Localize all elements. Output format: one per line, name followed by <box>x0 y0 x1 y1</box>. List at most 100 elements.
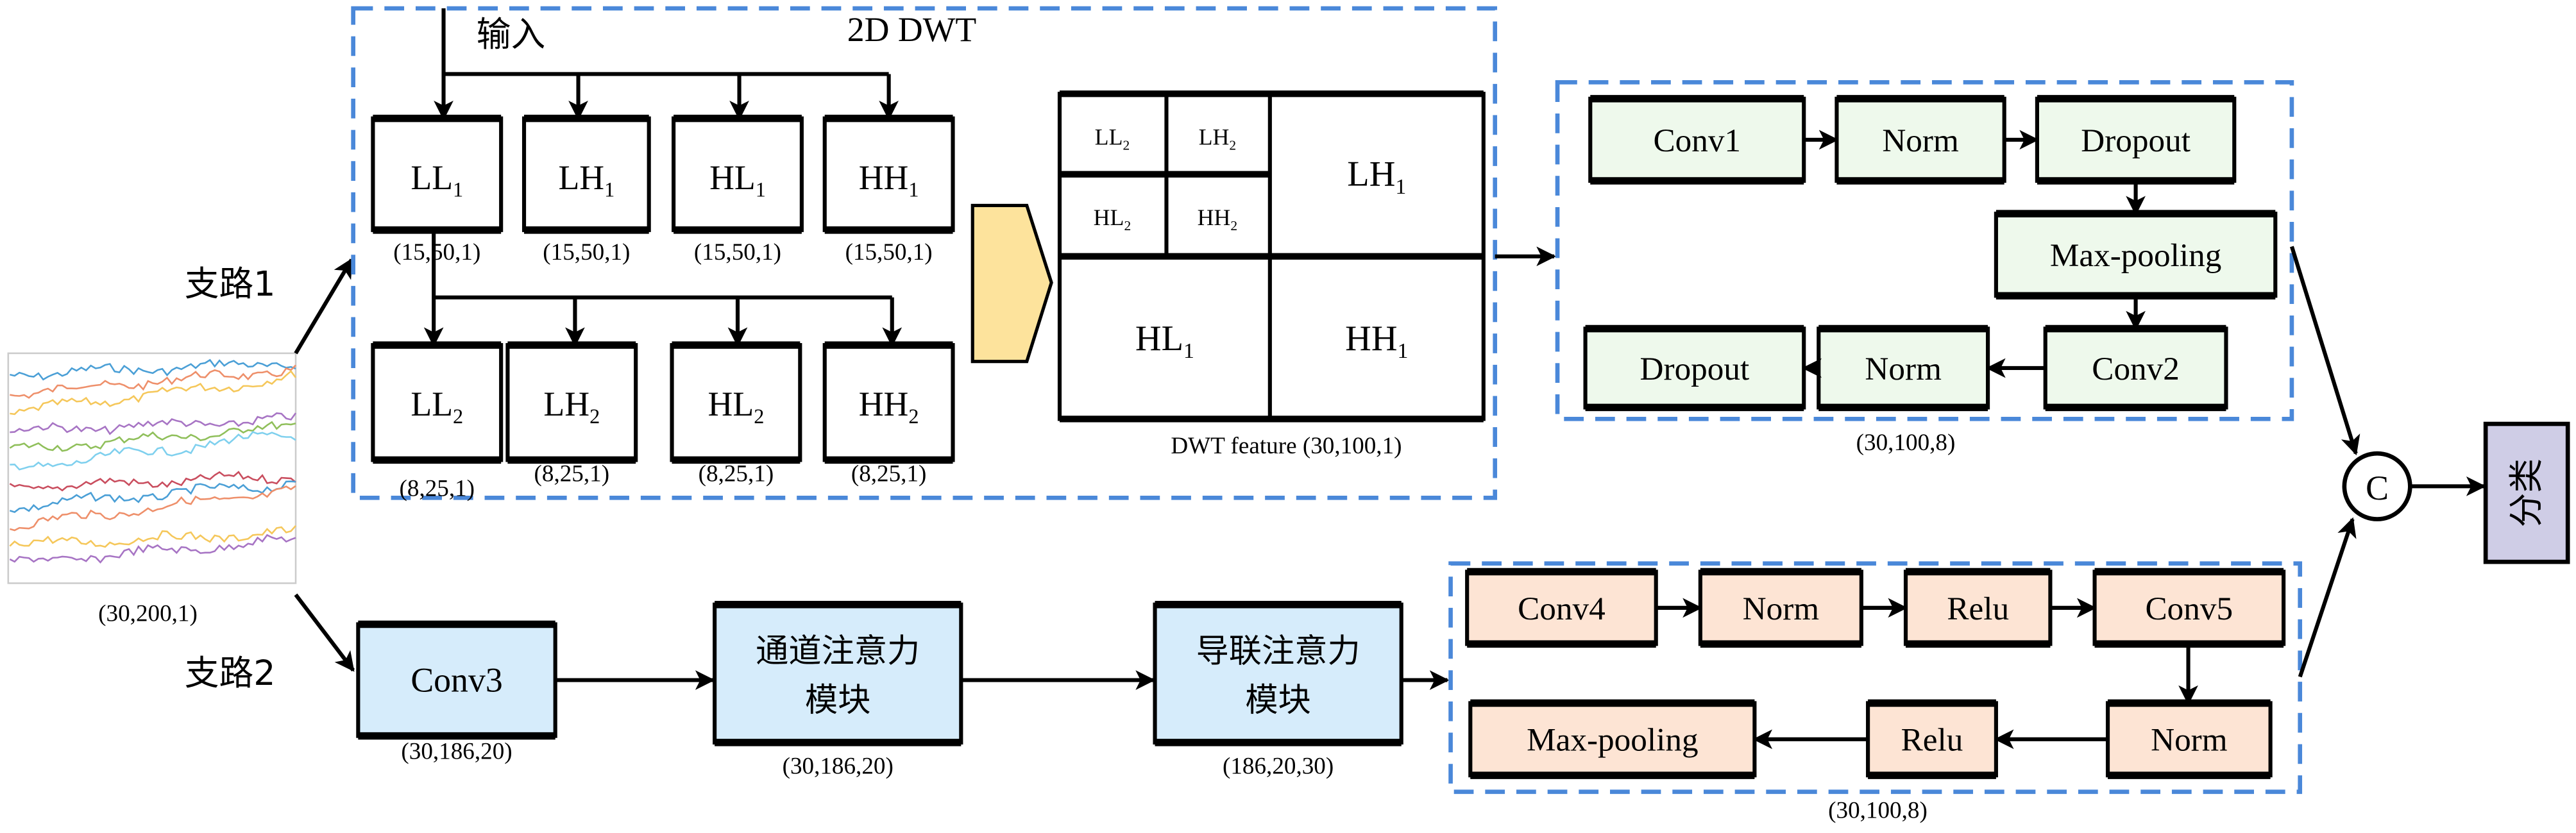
feature-grid-cell-label-main: HL <box>1094 205 1124 230</box>
branch2-head-block <box>2105 701 2273 778</box>
dwt-level2-subband-label-subscript: 2 <box>908 405 919 428</box>
branch2-head-block-label: Norm <box>2151 722 2228 759</box>
dwt-feature-label: DWT feature (30,100,1) <box>1171 433 1402 459</box>
dwt-level2-subband-label: LH2 <box>543 385 600 428</box>
feature-grid-cell-label-main: HL <box>1135 319 1183 358</box>
branch2-head-block-label: Max-pooling <box>1527 722 1698 759</box>
lead-attention-shape-label: (186,20,30) <box>1223 753 1334 780</box>
branch2-head-block <box>2092 569 2286 646</box>
branch1-block-label: Conv1 <box>1653 122 1741 159</box>
lead-attention-label-line1: 导联注意力 <box>1196 632 1360 670</box>
dwt-level2-subband <box>505 343 638 462</box>
signal-trace <box>9 534 296 564</box>
dwt-level2-subband-label-main: HL <box>708 385 754 423</box>
signal-trace <box>9 421 296 452</box>
channel-attention-block <box>713 602 963 745</box>
feature-grid-cell-label: HL1 <box>1135 319 1194 363</box>
dwt-level2-subband-label-main: LH <box>543 385 589 423</box>
branch2-head-block-label: Conv5 <box>2146 591 2233 627</box>
dwt-level2-subband-label: LL2 <box>411 385 463 428</box>
dwt-level1-subband <box>521 116 651 232</box>
feature-grid-cell-label: HL2 <box>1094 205 1131 233</box>
signal-trace <box>10 364 296 399</box>
branch2-head-block-label: Conv4 <box>1518 591 1606 627</box>
feature-grid-cell-label: HH1 <box>1345 319 1408 363</box>
transform-arrow-shape <box>970 203 1053 364</box>
dwt-level1-subband-label-main: HL <box>709 158 756 197</box>
dwt-level1-subband-label: HL1 <box>709 158 766 201</box>
dwt-level1-subband-label: LH1 <box>558 158 614 201</box>
dwt-connectors <box>423 8 902 348</box>
dwt-level1-subband-label-main: LL <box>411 158 453 197</box>
conv3-block <box>356 622 557 738</box>
branch1-block-label: Norm <box>1882 122 1959 159</box>
feature-grid-cell-label-main: HH <box>1345 319 1397 358</box>
branch1-block-label: Max-pooling <box>2050 237 2221 274</box>
feature-grid-cell-label-subscript: 2 <box>1229 138 1236 153</box>
dwt-level2-subband-label: HL2 <box>708 385 765 428</box>
branch1-to-fusion-arrow <box>2289 246 2360 456</box>
dwt-level1-subband-label-main: LH <box>558 158 604 197</box>
lead-attention-label-line2: 模块 <box>1245 681 1310 719</box>
feature-grid-cell-label-main: LL <box>1095 124 1123 150</box>
dwt-level1-subband-label-main: HH <box>859 158 909 197</box>
dwt-level1-subband-label: HH1 <box>859 158 919 201</box>
dwt-input-label: 输入 <box>477 14 546 55</box>
dwt-level1-shape-label: (15,50,1) <box>694 239 781 265</box>
feature-grid-cell-label-subscript: 1 <box>1395 175 1406 199</box>
dwt-level2-subband-label: HH2 <box>859 385 919 428</box>
dwt-title: 2D DWT <box>847 10 977 49</box>
dwt-level1-subband <box>672 116 804 232</box>
dwt-level1-shape-label: (15,50,1) <box>543 239 630 265</box>
branch2-to-fusion-arrow <box>2298 517 2357 678</box>
signal-trace <box>10 431 296 471</box>
branch2-head-container <box>1448 561 2303 795</box>
branch1-arrow <box>294 258 353 355</box>
dwt-level1-shape-label: (15,50,1) <box>393 239 480 265</box>
dwt-container <box>351 6 1498 500</box>
feature-grid-cell-label: LL2 <box>1095 124 1130 153</box>
signal-trace <box>9 525 296 548</box>
conv3-label: Conv3 <box>411 661 502 700</box>
branch2-head-block-label: Norm <box>1743 591 1820 627</box>
branch2-head-block <box>1903 569 2053 646</box>
branch1-shape-label: (30,100,8) <box>1856 430 1956 456</box>
dwt-level1-subband-label-subscript: 1 <box>908 178 919 201</box>
signal-trace <box>10 485 296 532</box>
signal-traces <box>9 358 297 564</box>
feature-grid-cell-label-subscript: 2 <box>1124 218 1131 233</box>
branch1-block-label: Dropout <box>1640 351 1750 387</box>
branch2-shape-label: (30,100,8) <box>1828 798 1928 824</box>
dwt-level2-subband-label-main: LL <box>411 385 453 423</box>
dwt-level1-subband-label-subscript: 1 <box>604 178 614 201</box>
branch1-block-label: Norm <box>1865 351 1942 387</box>
classifier-label: 分类 <box>2506 459 2546 528</box>
dwt-level2-subband-label-subscript: 2 <box>453 405 463 428</box>
branch2-arrow <box>294 593 355 672</box>
branch1-block-label: Dropout <box>2081 122 2190 159</box>
branch2-blocks: Conv3(30,186,20)通道注意力模块(30,186,20)导联注意力模… <box>356 600 1450 780</box>
dwt-level1-subband-label-subscript: 1 <box>453 178 463 201</box>
lead-attention-block <box>1153 602 1403 745</box>
branch1-label: 支路1 <box>185 264 276 304</box>
feature-grid-cell-label: LH2 <box>1199 124 1237 153</box>
dwt-level2-shape-label: (8,25,1) <box>699 461 774 487</box>
conv3-shape-label: (30,186,20) <box>401 739 512 765</box>
channel-attention-label-line1: 通道注意力 <box>756 632 920 670</box>
input-signal-plot <box>7 352 297 584</box>
dwt-level1-shape-label: (15,50,1) <box>845 239 933 265</box>
input-shape-label: (30,200,1) <box>98 600 198 627</box>
feature-grid-cell-label-main: LH <box>1347 155 1395 194</box>
feature-grid-cell-label-main: LH <box>1199 124 1230 150</box>
feature-grid-cell-label-subscript: 2 <box>1230 218 1237 233</box>
dwt-level2-subband-label-main: HH <box>859 385 909 423</box>
channel-attention-shape-label: (30,186,20) <box>783 753 894 780</box>
feature-grid-cell-label-subscript: 2 <box>1123 138 1130 153</box>
signal-trace <box>9 471 296 492</box>
branch2-head-block-label: Relu <box>1901 722 1963 759</box>
signal-trace <box>10 369 297 416</box>
concat-symbol: C <box>2366 469 2389 507</box>
